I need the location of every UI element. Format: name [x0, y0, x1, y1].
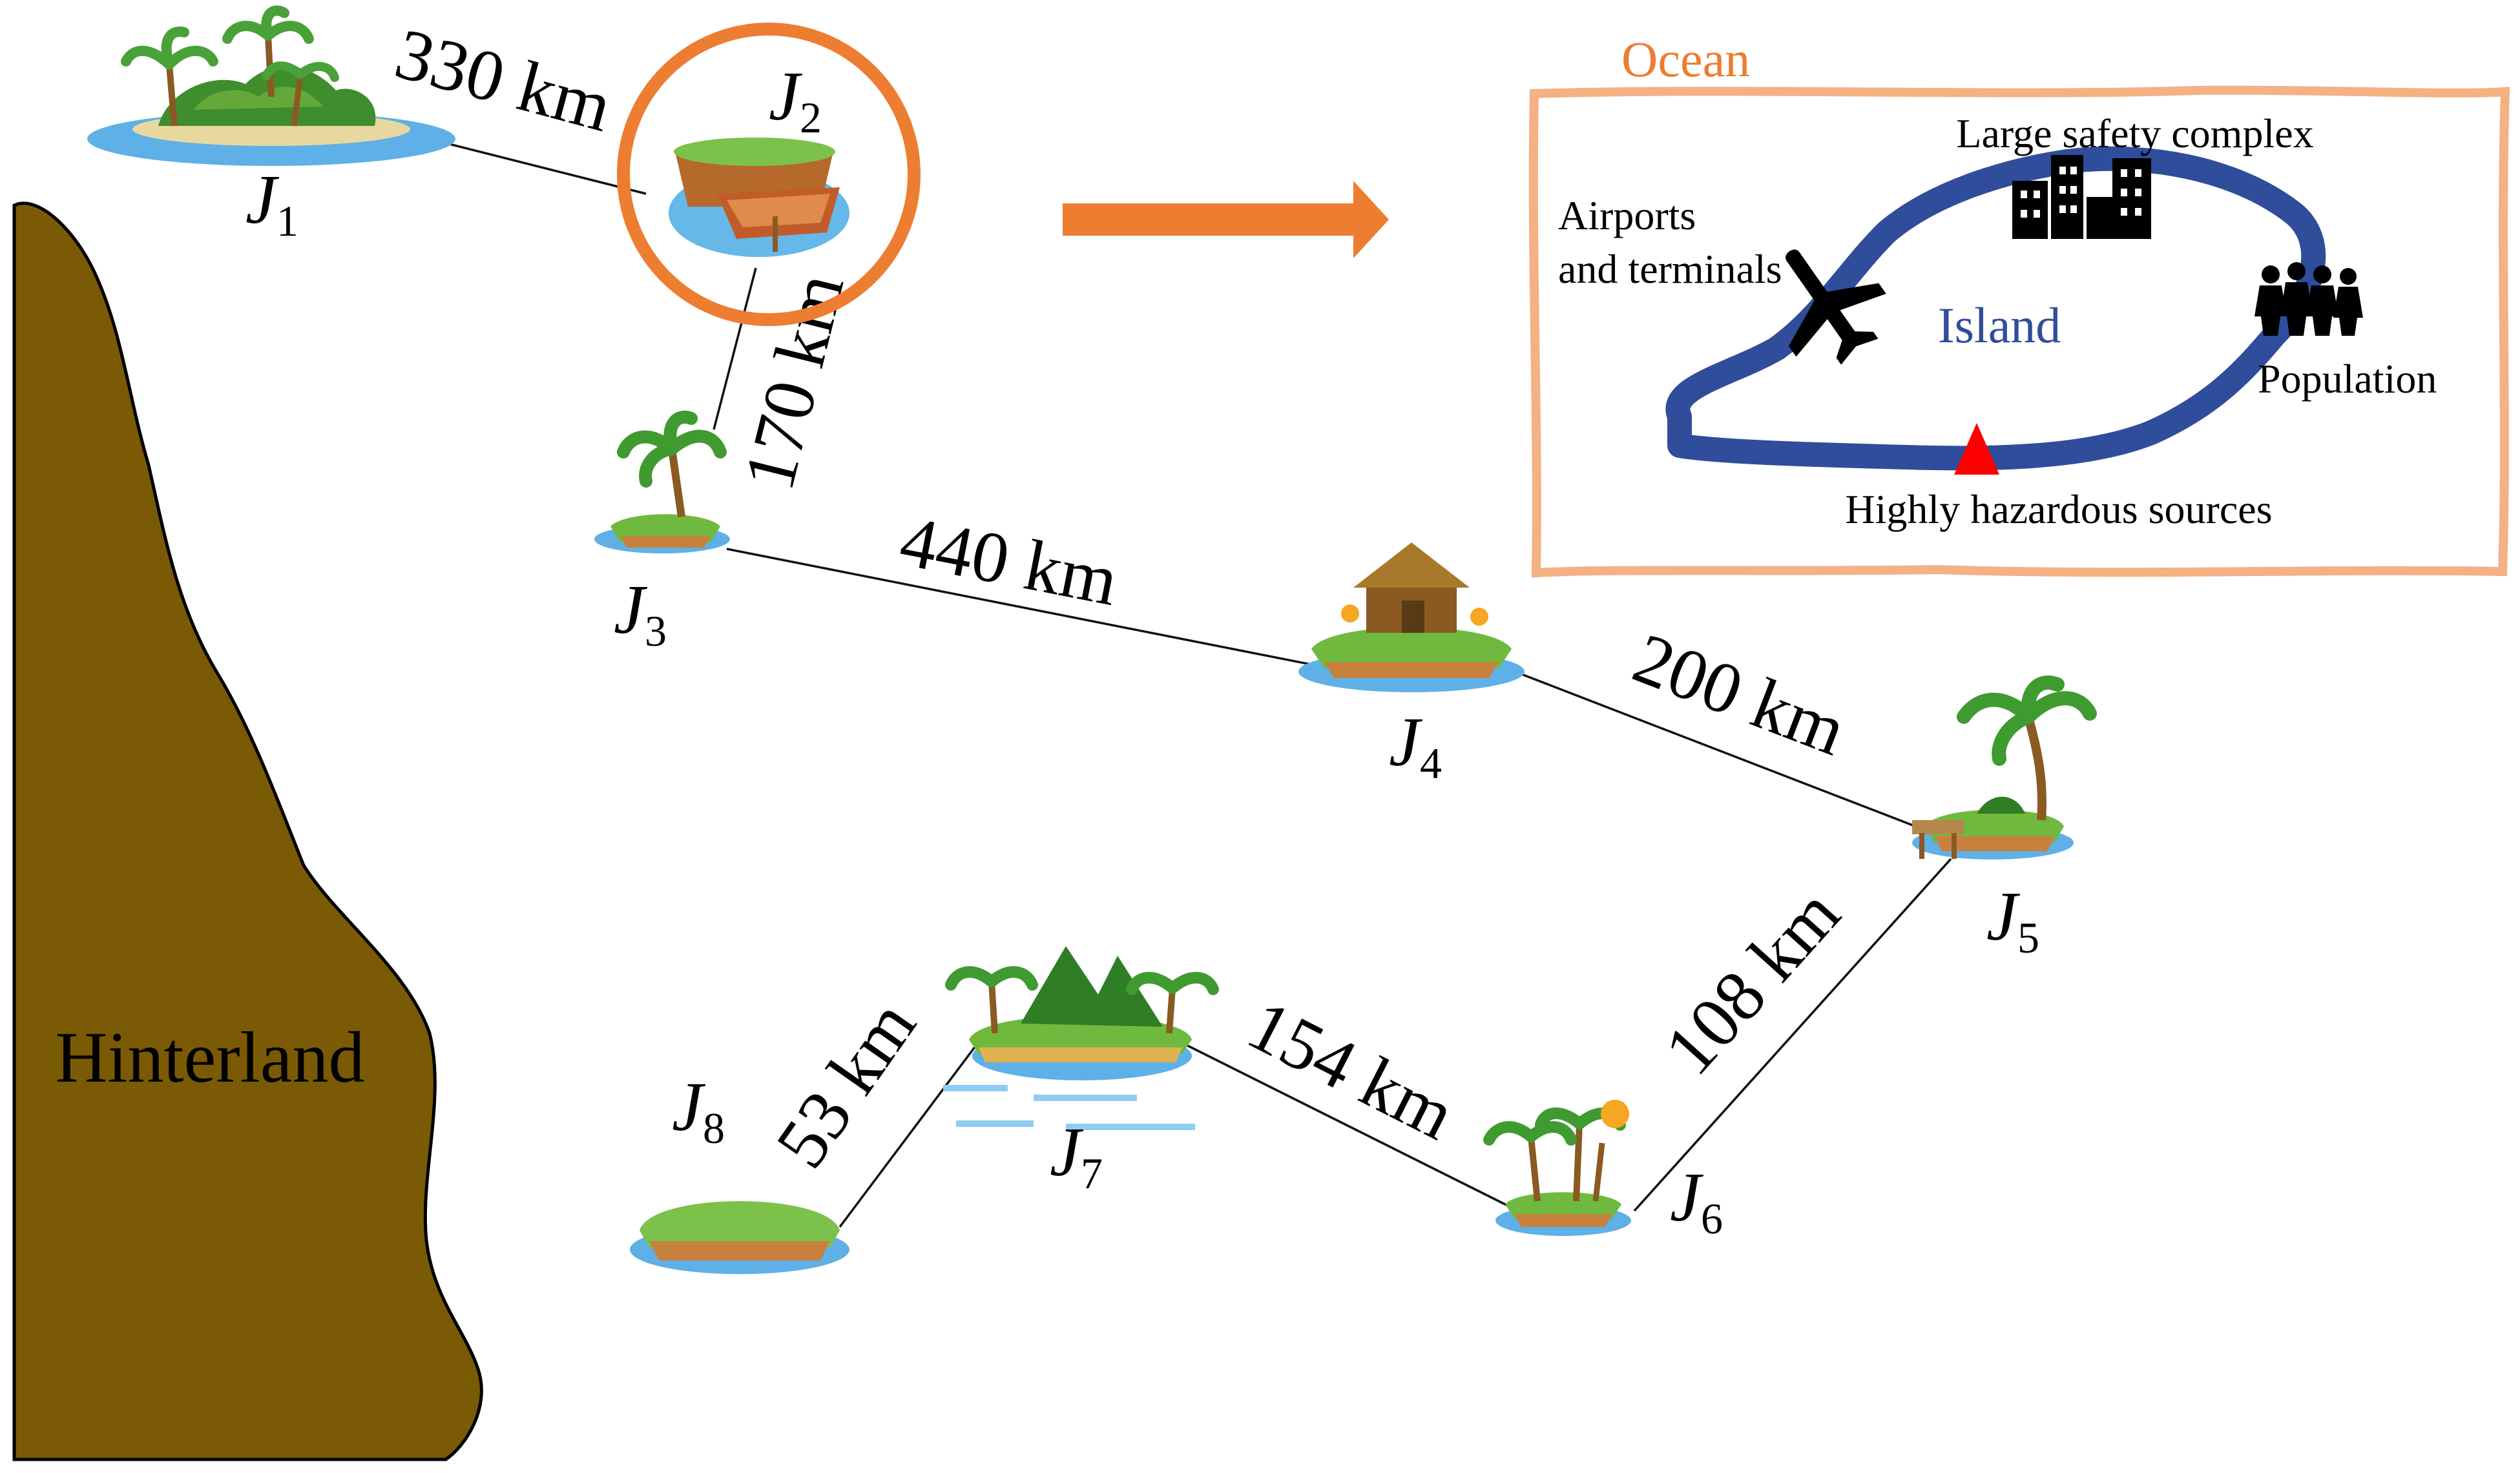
island-j4-label: J4 [1389, 704, 1442, 788]
ocean-label: Ocean [1621, 31, 1750, 87]
route-line-j5-j6 [1633, 858, 1952, 1212]
island-j5-label: J5 [1986, 878, 2039, 962]
distance-label-j4-j5: 200 km [1623, 618, 1857, 771]
island-j1-label: J1 [245, 161, 298, 245]
island-j8-icon [630, 1201, 849, 1274]
hinterland-label: Hinterland [56, 1018, 365, 1098]
island-j5-icon [1912, 675, 2097, 860]
highlight-circle [617, 23, 921, 326]
distance-label-j3-j4: 440 km [894, 500, 1125, 621]
hinterland: Hinterland [12, 201, 483, 1461]
terminals-label: and terminals [1558, 246, 1782, 292]
island-j6-icon [1483, 1100, 1631, 1236]
airports-label: Airports [1558, 192, 1696, 238]
hazard-label: Highly hazardous sources [1845, 486, 2272, 532]
island-j4-icon [1298, 542, 1525, 692]
route-line-j7-j8 [838, 1045, 977, 1228]
route-line-j2-j3 [713, 267, 757, 430]
island-label: Island [1938, 297, 2061, 353]
route-lines [351, 118, 1952, 1228]
island-j1-icon [87, 5, 455, 166]
population-label: Population [2258, 356, 2437, 402]
island-j6-label: J6 [1670, 1159, 1723, 1243]
route-line-j4-j5 [1514, 670, 1942, 838]
island-j7-icon [943, 946, 1219, 1130]
airplane-icon [1786, 249, 1886, 365]
hinterland-landmass [12, 201, 483, 1461]
route-line-j6-j7 [1182, 1042, 1525, 1215]
building-icon [2012, 155, 2151, 239]
island-j2-label: J2 [769, 58, 822, 142]
distance-label-j7-j8: 53 km [761, 986, 932, 1182]
safety-complex-label: Large safety complex [1956, 110, 2313, 156]
ocean-frame [1528, 85, 2510, 578]
route-line-j3-j4 [726, 548, 1315, 666]
zoom-arrow [1063, 181, 1389, 258]
island-j7-label: J7 [1050, 1114, 1103, 1198]
island-j3-icon [594, 410, 730, 553]
population-icon [2254, 262, 2363, 336]
distance-label-j6-j7: 154 km [1236, 985, 1467, 1155]
hazard-triangle-icon [1954, 423, 1999, 475]
island-j8-label: J8 [672, 1069, 725, 1153]
island-j3-label: J3 [614, 572, 667, 655]
distance-label-j5-j6: 108 km [1649, 874, 1855, 1090]
detail-inset: Ocean Island Large safety complex [1528, 31, 2510, 578]
island-j2-icon [669, 138, 849, 257]
